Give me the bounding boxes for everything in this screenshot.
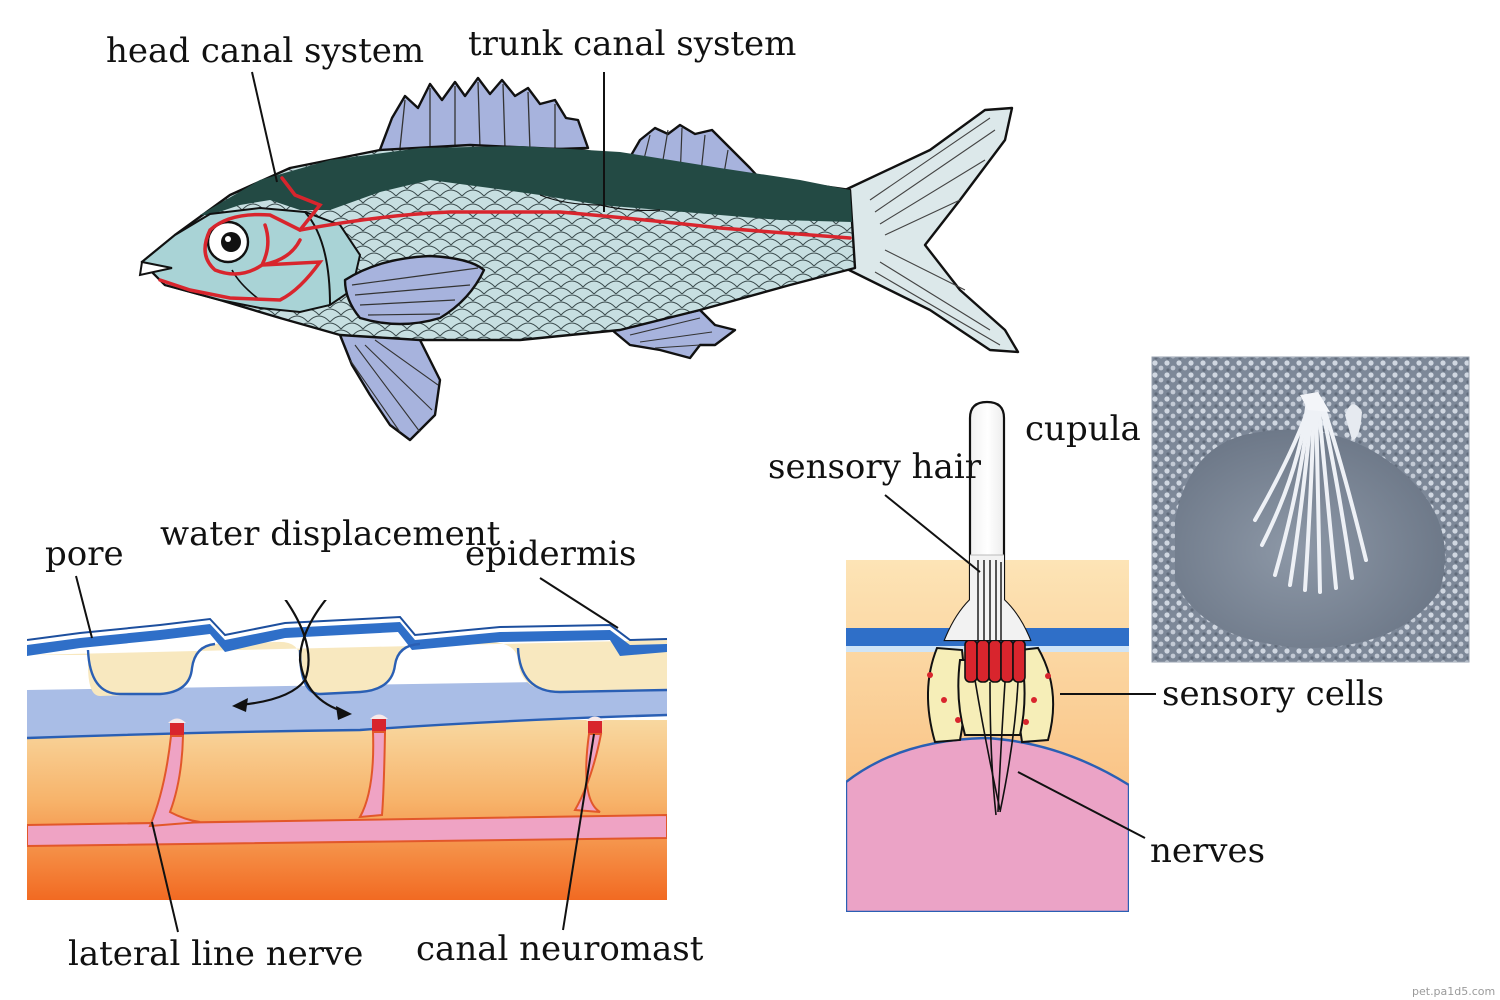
- label-head-canal-system: head canal system: [106, 31, 424, 71]
- displacement-arrows: [239, 600, 346, 714]
- fish-illustration: [138, 76, 1020, 442]
- fish-mouth: [138, 260, 173, 277]
- nerve-fibers: [974, 679, 1019, 816]
- leader-lateral-line-nerve: [151, 821, 179, 933]
- label-canal-neuromast: canal neuromast: [416, 929, 704, 969]
- label-lateral-line-nerve: lateral line nerve: [68, 934, 363, 974]
- label-epidermis: epidermis: [465, 534, 636, 574]
- label-trunk-canal-system: trunk canal system: [468, 24, 796, 64]
- leader-epidermis: [539, 577, 619, 629]
- dorsal-fin: [376, 76, 590, 157]
- sensory-hairs: [977, 560, 1002, 640]
- leader-pore: [75, 575, 93, 639]
- anal-fin: [610, 308, 737, 360]
- trunk-canal-line: [298, 210, 852, 240]
- tail-fin: [843, 106, 1020, 354]
- fish-back: [200, 146, 852, 222]
- neuromast-base-tissue: [846, 736, 1129, 912]
- label-sensory-hair: sensory hair: [768, 447, 982, 487]
- label-pore: pore: [45, 534, 124, 574]
- leader-nerves: [1017, 771, 1146, 839]
- label-nerves: nerves: [1150, 831, 1265, 871]
- leader-head-canal: [251, 71, 278, 183]
- head-canal-line: [158, 176, 324, 302]
- label-cupula: cupula: [1025, 409, 1141, 449]
- canal-cross-section: [27, 600, 667, 900]
- canal-lumen: [27, 680, 667, 738]
- canal-system: [158, 176, 852, 302]
- cupula: [943, 400, 1032, 642]
- label-water-displacement: water displacement: [160, 514, 501, 554]
- neuromast-markers: [168, 714, 604, 736]
- hair-cells: [964, 639, 1026, 683]
- nerve-branches: [148, 731, 603, 828]
- watermark: pet.pa1d5.com: [1412, 985, 1495, 998]
- dermis-layer: [27, 640, 667, 696]
- epidermis-layer: [27, 622, 667, 656]
- leader-sensory-hair: [884, 494, 981, 573]
- sem-frame: [1151, 356, 1470, 663]
- label-sensory-cells: sensory cells: [1162, 674, 1384, 714]
- leader-canal-neuromast: [562, 733, 595, 931]
- sem-micrograph: [1152, 357, 1469, 662]
